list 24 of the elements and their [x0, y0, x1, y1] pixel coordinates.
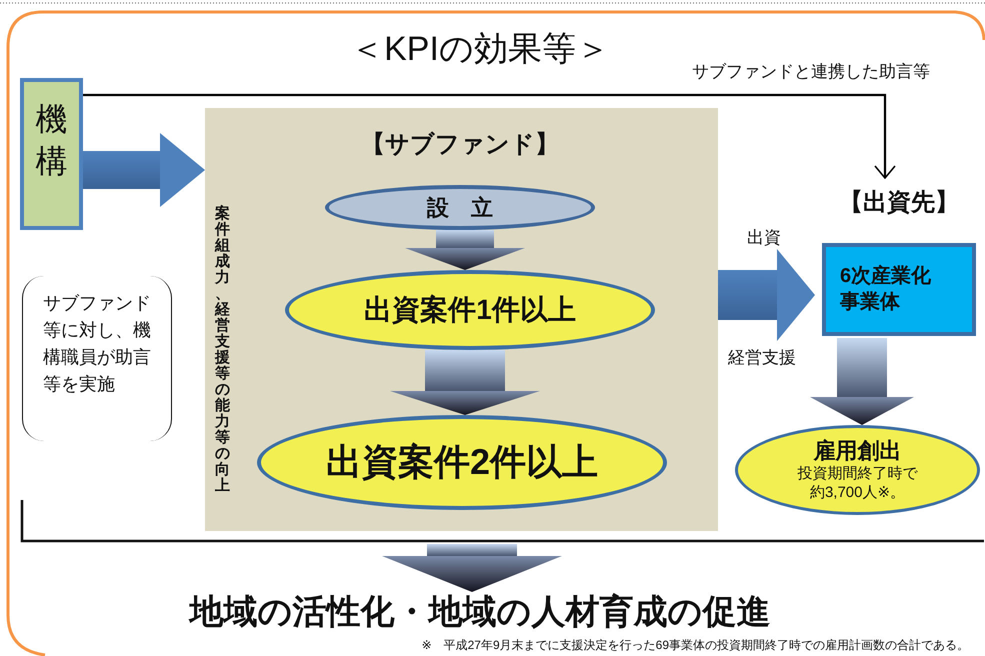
stage-ellipse: 設 立 [325, 185, 595, 230]
heading: 【サブファンド】 [360, 130, 560, 160]
note-text: 投資期間終了時で約3,700人※。 [796, 464, 919, 502]
block-arrow [382, 544, 562, 592]
panel-background [205, 108, 718, 531]
heading: 【出資先】 [838, 188, 960, 218]
block-arrow [83, 133, 205, 207]
goal-ellipse: 出資案件1件以上 [285, 270, 655, 350]
connector-arrow [83, 94, 896, 179]
block-arrow [810, 338, 914, 425]
goal-text: 地域の活性化・地域の人材育成の促進 [150, 592, 810, 632]
edge-label: 出資 [745, 226, 783, 249]
heading: 雇用創出 [814, 438, 902, 464]
footnote: ※ 平成27年9月末までに支援決定を行った69事業体の投資期間終了時での雇用計画数の合計である。 [422, 637, 969, 654]
block-arrow [718, 249, 815, 341]
organization-box: 機構 [20, 78, 83, 230]
block-arrow [405, 230, 525, 270]
entity-box: 6次産業化事業体 [822, 243, 976, 336]
title: ＜KPIの効果等＞ [349, 29, 611, 70]
goal-ellipse: 出資案件2件以上 [257, 415, 667, 510]
note-bracket: サブファンド等に対し、機構職員が助言等を実施 [22, 276, 172, 441]
arrow-label: 経営支援 [728, 347, 796, 369]
block-arrow [390, 350, 540, 415]
vertical-text: 案件組成力、経営支援等の能力等の向上 [214, 206, 231, 494]
